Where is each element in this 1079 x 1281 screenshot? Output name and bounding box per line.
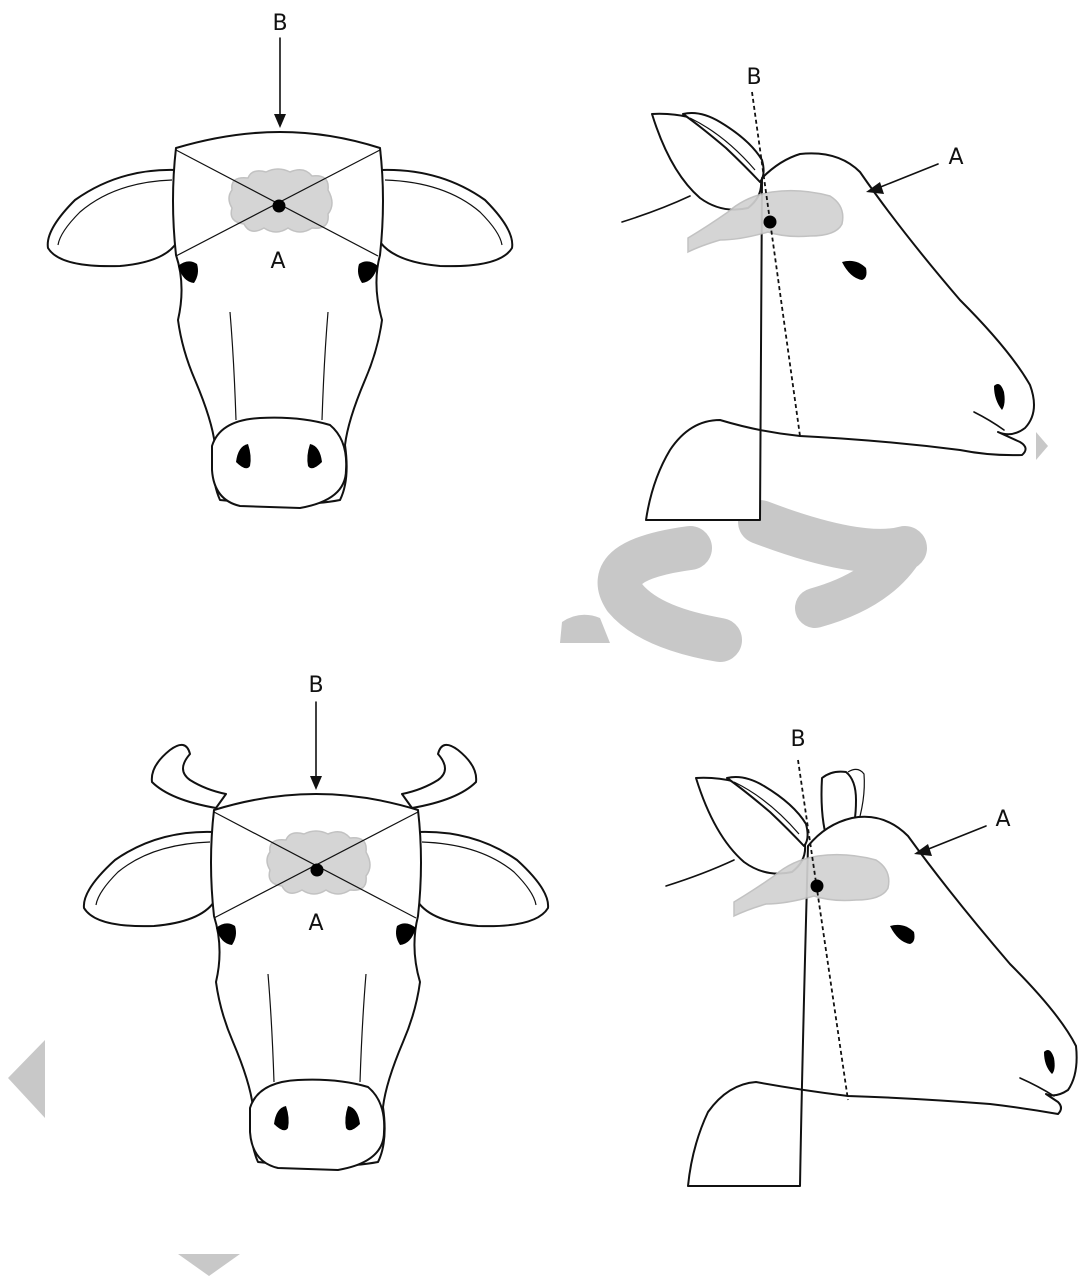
label-b: B [272,11,287,36]
muzzle [250,1080,384,1170]
watermark-fragment [560,615,610,643]
left-ear [84,832,214,926]
label-a: A [948,145,963,170]
arrow-b-head [274,114,286,128]
target-point [764,216,777,229]
brain-region [267,831,370,894]
horned-front-head: B A [84,673,548,1170]
watermark-arrow-left [8,1040,45,1118]
arrow-b-head [310,776,322,790]
label-b: B [308,673,323,698]
target-point [311,864,324,877]
left-horn [152,745,226,808]
neck-back-line [622,196,690,222]
target-point [811,880,824,893]
neck-back-line [666,860,734,886]
label-b: B [746,65,761,90]
left-ear [48,170,177,266]
arrow-a-shaft [926,826,986,850]
hornless-side-head: B A [622,65,1034,520]
watermark-s-shape [620,548,720,640]
watermark-arrow-right [1036,432,1048,460]
target-point [273,200,286,213]
watermark-arrow-down [178,1254,240,1276]
hornless-front-head: B A [48,11,513,508]
horned-side-head: B A [666,727,1077,1186]
right-ear [418,832,548,926]
right-ear [380,170,512,266]
muzzle [212,418,346,508]
label-a: A [308,911,323,936]
label-a: A [995,807,1010,832]
label-a: A [270,249,285,274]
label-b: B [790,727,805,752]
right-horn [402,745,476,808]
arrow-a-shaft [878,164,938,188]
